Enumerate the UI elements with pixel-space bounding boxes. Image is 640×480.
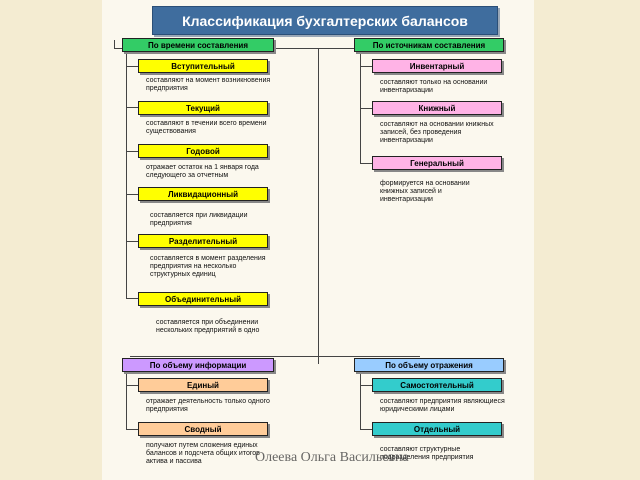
- diagram-title: Классификация бухгалтерских балансов: [152, 6, 498, 35]
- desc-likvidatsionnyi: составляется при ликвидации предприятия: [150, 212, 248, 227]
- item-samostoyatelnyi: Самостоятельный: [372, 378, 502, 392]
- item-knizhnyi: Книжный: [372, 101, 502, 115]
- connector: [126, 372, 127, 430]
- connector: [126, 194, 138, 195]
- header-reflection: По объему отражения: [354, 358, 504, 372]
- desc-inventarnyi: составляют только на основании инвентари…: [380, 79, 488, 94]
- desc-razdelitelnyi: составляется в момент разделения предпри…: [150, 255, 266, 278]
- desc-generalnyi: формируется на основании книжных записей…: [380, 180, 470, 203]
- item-likvidatsionnyi: Ликвидационный: [138, 187, 268, 201]
- item-inventarnyi: Инвентарный: [372, 59, 502, 73]
- desc-svodnyi: получают путем сложения единых балансов …: [146, 442, 260, 465]
- desc-otdelnyi: составляют структурные подразделения пре…: [380, 446, 474, 461]
- item-svodnyi: Сводный: [138, 422, 268, 436]
- connector: [360, 66, 372, 67]
- connector: [126, 151, 138, 152]
- connector: [114, 40, 115, 48]
- connector: [126, 385, 138, 386]
- connector: [360, 429, 372, 430]
- item-razdelitelnyi: Разделительный: [138, 234, 268, 248]
- connector: [114, 48, 504, 49]
- connector: [360, 108, 372, 109]
- desc-knizhnyi: составляют на основании книжных записей,…: [380, 121, 494, 144]
- header-time: По времени составления: [122, 38, 274, 52]
- desc-godovoi: отражает остаток на 1 января года следую…: [146, 164, 259, 179]
- item-godovoi: Годовой: [138, 144, 268, 158]
- item-obedinitelnyi: Объединительный: [138, 292, 268, 306]
- connector: [318, 48, 319, 364]
- item-edinyi: Единый: [138, 378, 268, 392]
- connector: [360, 163, 372, 164]
- item-tekushchii: Текущий: [138, 101, 268, 115]
- connector: [126, 66, 138, 67]
- connector: [360, 54, 361, 164]
- header-volume: По объему информации: [122, 358, 274, 372]
- connector: [360, 385, 372, 386]
- author-watermark: Олеева Ольга Васильевна: [255, 450, 409, 465]
- desc-samostoyatelnyi: составляют предприятия являющиеся юридич…: [380, 398, 505, 413]
- desc-vstupitelnyi: составляют на момент возникновения предп…: [146, 77, 271, 92]
- connector: [360, 372, 361, 430]
- connector: [126, 298, 138, 299]
- desc-tekushchii: составляют в течении всего времени сущес…: [146, 120, 267, 135]
- connector: [126, 241, 138, 242]
- connector: [130, 356, 420, 357]
- desc-obedinitelnyi: составляется при объединении нескольких …: [156, 319, 260, 334]
- item-generalnyi: Генеральный: [372, 156, 502, 170]
- item-otdelnyi: Отдельный: [372, 422, 502, 436]
- desc-edinyi: отражает деятельность только одного пред…: [146, 398, 270, 413]
- item-vstupitelnyi: Вступительный: [138, 59, 268, 73]
- connector: [126, 54, 127, 298]
- connector: [126, 107, 138, 108]
- header-sources: По источникам составления: [354, 38, 504, 52]
- connector: [126, 429, 138, 430]
